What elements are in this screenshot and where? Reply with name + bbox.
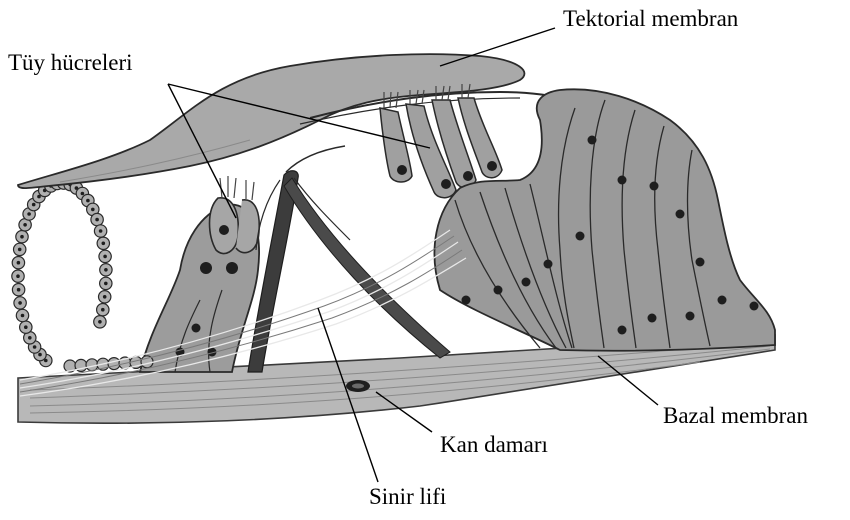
inner-sulcus-cell-chain <box>12 177 153 372</box>
sulcus-cell-nucleus <box>17 261 21 265</box>
sulcus-cell-nucleus <box>38 353 42 357</box>
sulcus-cell-nucleus <box>16 274 20 278</box>
sulcus-cell-nucleus <box>18 301 22 305</box>
sulcus-cell-nucleus <box>28 336 32 340</box>
sulcus-cell-nucleus <box>33 345 37 349</box>
label-basilar-membrane: Bazal membran <box>663 404 808 427</box>
sulcus-cell-nucleus <box>81 192 85 196</box>
blood-vessel-shape <box>346 380 370 392</box>
sulcus-cell-nucleus <box>103 295 107 299</box>
sulcus-cell-nucleus <box>17 288 21 292</box>
sulcus-cell-nucleus <box>104 282 108 286</box>
sulcus-cell-nucleus <box>27 212 31 216</box>
sulcus-cell-nucleus <box>98 320 102 324</box>
sulcus-cell-nucleus <box>101 308 105 312</box>
sulcus-cell-nucleus <box>24 325 28 329</box>
sulcus-cell-nucleus <box>86 199 90 203</box>
sulcus-cell-nucleus <box>104 268 108 272</box>
sulcus-cell-nucleus <box>21 314 25 318</box>
label-nerve-fiber: Sinir lifi <box>369 485 446 508</box>
sulcus-cell-nucleus <box>20 235 24 239</box>
label-tectorial-membrane: Tektorial membran <box>563 7 738 30</box>
sulcus-cell-nucleus <box>91 208 95 212</box>
label-blood-vessel: Kan damarı <box>440 433 548 456</box>
sulcus-cell-nucleus <box>102 242 106 246</box>
sulcus-cell <box>86 359 98 371</box>
label-hair-cells: Tüy hücreleri <box>8 51 133 74</box>
sulcus-cell <box>108 358 120 370</box>
sulcus-cell-nucleus <box>103 255 107 259</box>
sulcus-cell-nucleus <box>95 218 99 222</box>
sulcus-cell-nucleus <box>32 203 36 207</box>
sulcus-cell-nucleus <box>99 229 103 233</box>
sulcus-cell-nucleus <box>23 223 27 227</box>
sulcus-cell-nucleus <box>18 248 22 252</box>
